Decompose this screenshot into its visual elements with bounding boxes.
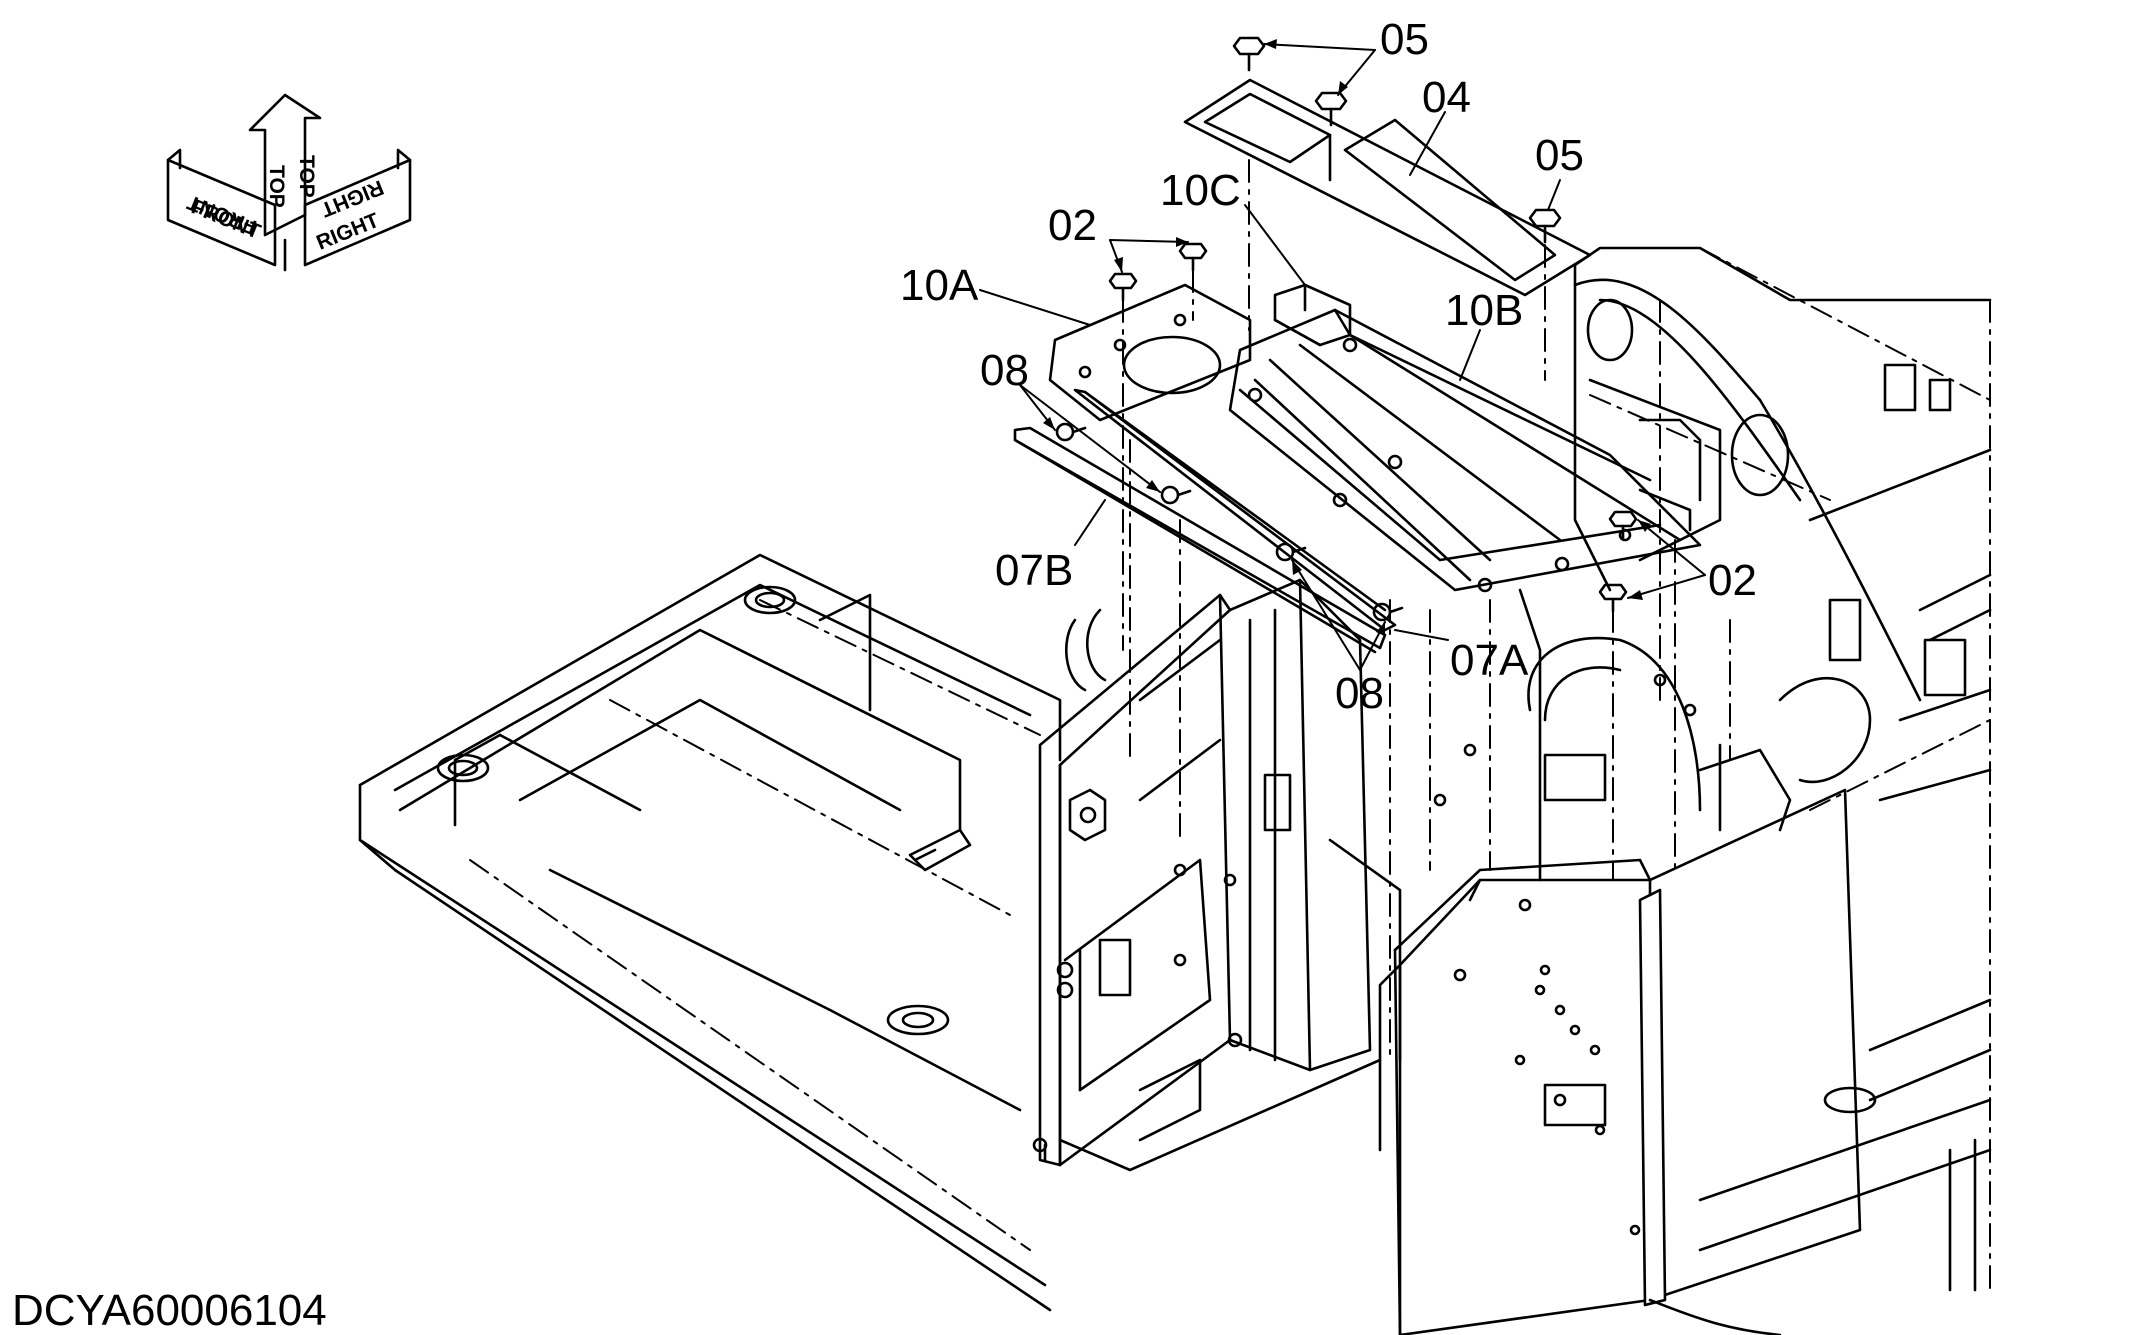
bolt-05-b — [1314, 91, 1348, 127]
right-arrow-face — [303, 158, 412, 267]
assembly-centerlines — [1122, 159, 1731, 1061]
callout-10c: 10C — [1160, 166, 1241, 215]
front-arrow-face — [166, 158, 277, 267]
callout-07b: 07B — [995, 546, 1073, 595]
callout-05-right: 05 — [1535, 131, 1584, 180]
bolt-05-a — [1232, 36, 1266, 72]
drawing-code: DCYA60006104 — [12, 1286, 327, 1335]
strip-07a — [1073, 388, 1397, 632]
callout-08-left: 08 — [980, 346, 1029, 395]
base-frame — [358, 553, 1062, 1312]
callout-07a: 07A — [1450, 636, 1529, 685]
plate-10b — [1228, 308, 1702, 593]
bolts-02 — [1108, 242, 1638, 613]
right-frame — [1573, 246, 1992, 1292]
top-cover-04 — [1183, 36, 1592, 297]
left-panel-assembly — [1032, 578, 1402, 1172]
callout-10b: 10B — [1445, 286, 1523, 335]
bolt-heads-right — [1433, 673, 1697, 1236]
callout-10a: 10A — [900, 261, 979, 310]
callout-02-left: 02 — [1048, 201, 1097, 250]
callout-labels: 05 04 05 10C 02 10A 10B 08 07B 02 07A 08 — [900, 15, 1757, 718]
leader-lines — [979, 39, 1706, 671]
callout-02-right: 02 — [1708, 556, 1757, 605]
orientation-top-right: TOP — [295, 155, 318, 198]
strip-07b — [1013, 426, 1387, 654]
top-arrow — [248, 93, 322, 237]
orientation-top-left: TOP — [265, 165, 288, 208]
orientation-indicator: FRONT FRONT TOP TOP RIGHT RIGHT — [166, 93, 412, 272]
callout-08-bottom: 08 — [1335, 669, 1384, 718]
plate-10a — [1048, 283, 1252, 422]
callout-05-top: 05 — [1380, 15, 1429, 64]
right-panel-assembly — [1378, 588, 1862, 1335]
orientation-right-upper: RIGHT — [317, 175, 386, 221]
bolt-05-c — [1528, 208, 1562, 244]
bolt-heads — [1032, 863, 1243, 1153]
callout-04: 04 — [1422, 73, 1471, 122]
